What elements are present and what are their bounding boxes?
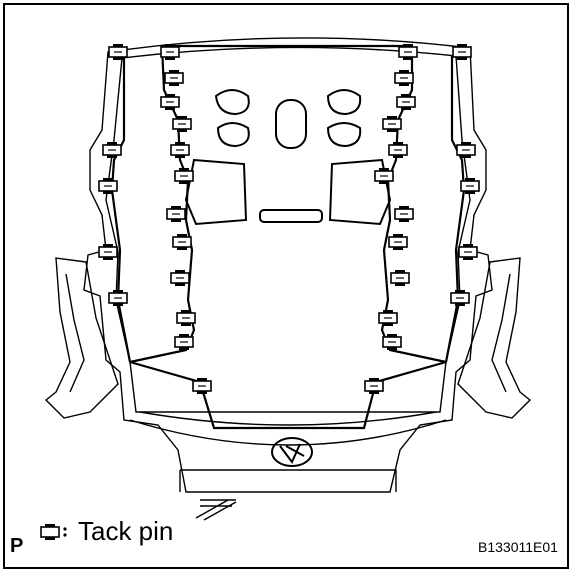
figure-code: B133011E01	[478, 539, 558, 555]
left-wing	[44, 257, 119, 419]
pad-outline	[83, 37, 493, 521]
lumbar-panels	[184, 158, 392, 226]
right-wing	[457, 257, 532, 419]
pad-openings	[214, 89, 362, 223]
figure-frame	[3, 3, 569, 569]
legend: Tack pin	[38, 516, 173, 547]
emblem	[271, 437, 313, 467]
figure-corner-label: P	[10, 535, 24, 557]
legend-text: Tack pin	[78, 516, 174, 546]
tack-pin-symbol-icon	[40, 523, 67, 540]
tack-pins	[98, 43, 480, 395]
